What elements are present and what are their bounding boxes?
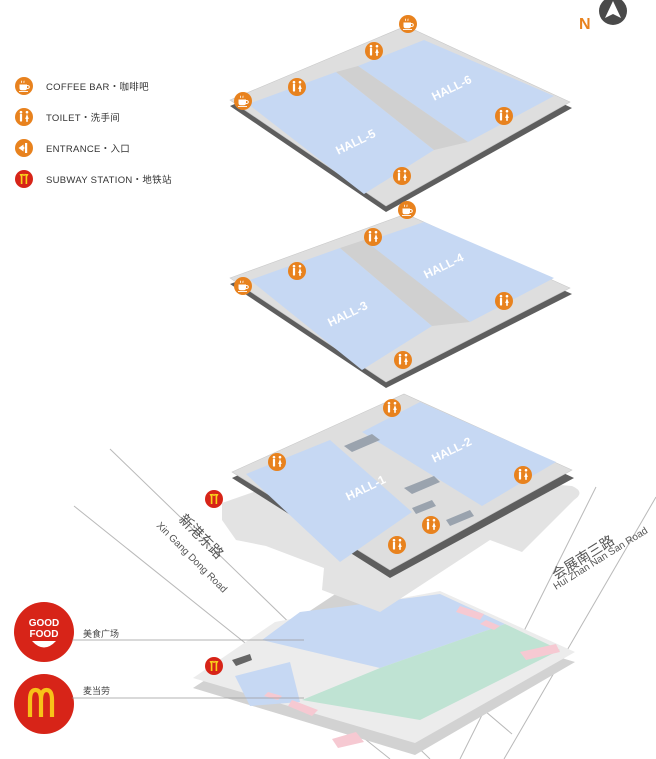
- toilet-icon[interactable]: [495, 292, 513, 310]
- road-line: [503, 496, 656, 759]
- coffee-cup-icon[interactable]: [233, 91, 253, 111]
- goodfood-label: 美食广场: [83, 629, 120, 639]
- legend-label: TOILET・洗手间: [46, 113, 121, 124]
- toilet-icon[interactable]: [495, 107, 513, 125]
- goodfood-logo-text: GOOD: [29, 618, 60, 629]
- shop-strips: [264, 606, 560, 748]
- entrance-icon: [15, 139, 33, 157]
- coffee-cup-icon[interactable]: [233, 276, 253, 296]
- goodfood-logo[interactable]: GOOD FOOD: [14, 602, 74, 662]
- toilet-icon[interactable]: [383, 399, 401, 417]
- legend-item-toilet: TOILET・洗手间: [14, 107, 172, 127]
- coffee-cup-icon: [14, 76, 34, 96]
- floor-1-booths: [344, 434, 474, 526]
- legend-label: ENTRANCE・入口: [46, 144, 131, 155]
- toilet-icon[interactable]: [288, 78, 306, 96]
- hall-2-area: [362, 402, 556, 506]
- toilet-icon[interactable]: [394, 351, 412, 369]
- subway-icon[interactable]: [204, 489, 224, 509]
- legend-item-coffee-bar: COFFEE BAR・咖啡吧: [14, 76, 172, 96]
- ground-level: [193, 591, 575, 755]
- hall-5-area: [248, 72, 434, 194]
- food-court-area: [262, 594, 505, 668]
- mcdonalds-logo[interactable]: [14, 674, 74, 734]
- toilet-icon[interactable]: [288, 262, 306, 280]
- legend-item-entrance: ENTRANCE・入口: [14, 138, 172, 158]
- toilet-icon[interactable]: [364, 228, 382, 246]
- floor-2-corridor: [340, 240, 470, 326]
- toilet-icon[interactable]: [365, 42, 383, 60]
- goodfood-logo-text: FOOD: [30, 629, 59, 640]
- subway-icon: [14, 169, 34, 189]
- compass-arrow-icon: [599, 0, 627, 25]
- floor-1: HALL-1 HALL-2: [222, 393, 580, 612]
- restaurant-area: [302, 624, 560, 720]
- toilet-icon[interactable]: [393, 167, 411, 185]
- legend-item-subway: SUBWAY STATION・地铁站: [14, 169, 172, 189]
- toilet-icon[interactable]: [514, 466, 532, 484]
- hall-area: [235, 662, 300, 706]
- arrow-icon: [232, 654, 252, 666]
- coffee-cup-icon[interactable]: [398, 14, 418, 34]
- compass-north-label: N: [579, 16, 591, 33]
- subway-icon[interactable]: [204, 656, 224, 676]
- compass: N: [576, 0, 632, 40]
- floor-3-corridor: [336, 66, 468, 150]
- toilet-icon[interactable]: [268, 453, 286, 471]
- toilet-icon[interactable]: [388, 536, 406, 554]
- toilet-icon[interactable]: [422, 516, 440, 534]
- legend: COFFEE BAR・咖啡吧 TOILET・洗手间 ENTRANCE・入口 SU…: [14, 76, 172, 200]
- floor-2: HALL-3 HALL-4: [229, 213, 572, 388]
- hall-1-area: [246, 440, 412, 562]
- toilet-icon: [15, 108, 33, 126]
- legend-label: SUBWAY STATION・地铁站: [46, 175, 172, 186]
- mcdonalds-label: 麦当劳: [83, 686, 111, 696]
- legend-label: COFFEE BAR・咖啡吧: [46, 82, 149, 93]
- coffee-cup-icon[interactable]: [397, 200, 417, 220]
